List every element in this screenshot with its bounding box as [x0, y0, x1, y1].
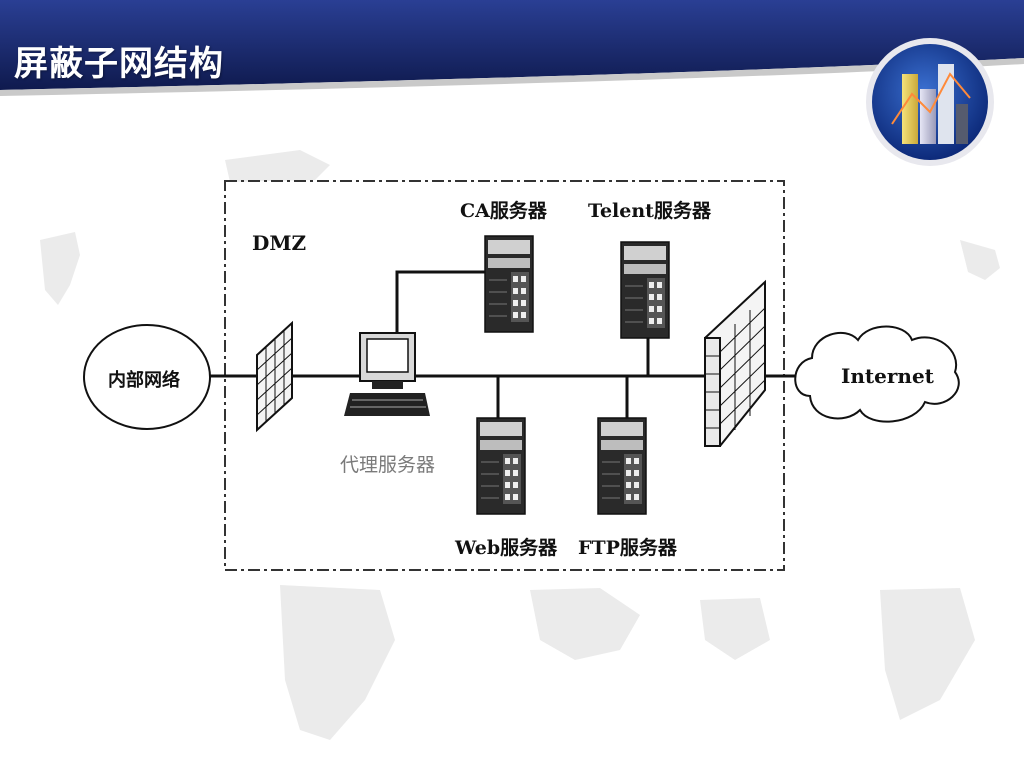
internal-network-node — [83, 324, 211, 430]
network-links — [210, 270, 800, 418]
firewall-icon — [704, 279, 766, 447]
slide-title: 屏蔽子网结构 — [14, 44, 224, 84]
dmz-label: DMZ — [252, 231, 307, 255]
web-server-label: Web服务器 — [455, 537, 558, 559]
cloud-icon — [794, 325, 960, 423]
chart-logo-icon — [866, 38, 994, 166]
ca-server-label: CA服务器 — [460, 200, 547, 222]
computer-icon — [344, 332, 430, 416]
firewall-icon — [256, 320, 293, 433]
title-bar — [0, 0, 1024, 96]
internet-label: Internet — [841, 364, 934, 388]
internal-network-label: 内部网络 — [108, 370, 180, 391]
ftp-server-label: FTP服务器 — [578, 537, 677, 559]
server-icon — [484, 235, 534, 333]
server-icon — [597, 417, 647, 515]
server-icon — [620, 241, 670, 339]
server-icon — [476, 417, 526, 515]
proxy-server-label: 代理服务器 — [340, 454, 436, 476]
telnet-server-label: Telent服务器 — [588, 200, 711, 222]
